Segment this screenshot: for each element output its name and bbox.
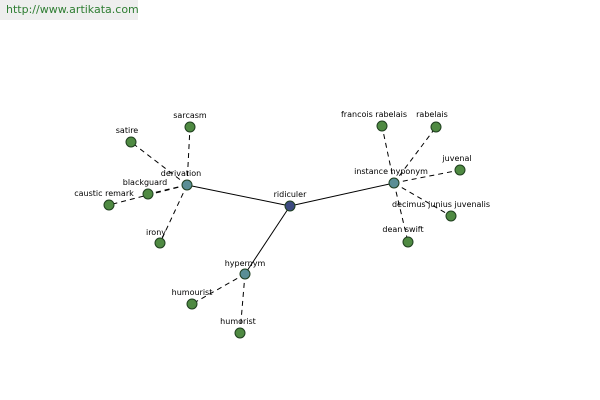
edge-ridiculer-to-instance-hyponym — [289, 182, 395, 207]
node-marker-humorist[interactable] — [234, 327, 246, 339]
node-caustic-remark[interactable]: caustic remark — [74, 189, 134, 211]
node-label-hypernym[interactable]: hypernym — [225, 259, 266, 268]
source-url-label[interactable]: http://www.artikata.com — [0, 0, 139, 20]
node-blackguard[interactable]: blackguard — [123, 178, 168, 200]
node-label-satire[interactable]: satire — [116, 126, 139, 135]
node-juvenal[interactable]: juvenal — [441, 154, 472, 176]
node-marker-sarcasm[interactable] — [184, 121, 196, 133]
edge-derivation-to-satire — [130, 141, 188, 186]
node-label-francois-rabelais[interactable]: francois rabelais — [341, 110, 407, 119]
node-instance-hyponym[interactable]: instance hyponym — [354, 167, 428, 189]
node-marker-ridiculer[interactable] — [284, 200, 296, 212]
node-satire[interactable]: satire — [116, 126, 139, 148]
node-hypernym[interactable]: hypernym — [225, 259, 266, 280]
node-marker-satire[interactable] — [125, 136, 137, 148]
edge-hypernym-to-humourist — [191, 273, 246, 305]
edge-instance-hyponym-to-francois-rabelais — [381, 125, 395, 184]
node-label-caustic-remark[interactable]: caustic remark — [74, 189, 134, 198]
edge-instance-hyponym-to-juvenal — [393, 169, 461, 184]
edge-instance-hyponym-to-dean-swift — [393, 182, 409, 243]
node-label-humorist[interactable]: humorist — [220, 317, 256, 326]
nodes-layer: ridiculer derivation instance hyponym hyper… — [74, 110, 490, 339]
node-marker-irony[interactable] — [154, 237, 166, 249]
edge-instance-hyponym-to-decimus-junius-juvenalis — [393, 182, 452, 217]
node-label-blackguard[interactable]: blackguard — [123, 178, 168, 187]
node-rabelais[interactable]: rabelais — [416, 110, 448, 133]
node-marker-francois-rabelais[interactable] — [376, 120, 388, 132]
node-label-humourist[interactable]: humourist — [172, 288, 213, 297]
node-marker-hypernym[interactable] — [239, 268, 251, 280]
node-marker-decimus-junius-juvenalis[interactable] — [445, 210, 457, 222]
edge-ridiculer-to-derivation — [186, 184, 291, 207]
node-decimus-junius-juvenalis[interactable]: decimus junius juvenalis — [392, 200, 490, 222]
node-marker-humourist[interactable] — [186, 298, 198, 310]
node-label-derivation[interactable]: derivation — [161, 169, 201, 178]
node-marker-instance-hyponym[interactable] — [388, 177, 400, 189]
edge-hypernym-to-humorist — [239, 273, 246, 334]
node-label-dean-swift[interactable]: dean swift — [382, 225, 423, 234]
node-marker-caustic-remark[interactable] — [103, 199, 115, 211]
edge-ridiculer-to-hypernym — [244, 205, 291, 275]
node-ridiculer[interactable]: ridiculer — [274, 190, 307, 212]
node-marker-dean-swift[interactable] — [402, 236, 414, 248]
edge-derivation-to-sarcasm — [186, 126, 191, 186]
node-marker-rabelais[interactable] — [430, 121, 442, 133]
node-marker-juvenal[interactable] — [454, 164, 466, 176]
node-irony[interactable]: irony — [146, 228, 166, 249]
node-marker-derivation[interactable] — [181, 179, 193, 191]
node-label-rabelais[interactable]: rabelais — [416, 110, 448, 119]
node-label-juvenal[interactable]: juvenal — [441, 154, 471, 163]
edges-layer — [108, 125, 461, 334]
node-label-irony[interactable]: irony — [146, 228, 166, 237]
edge-derivation-to-irony — [159, 184, 188, 244]
node-label-instance-hyponym[interactable]: instance hyponym — [354, 167, 428, 176]
node-francois-rabelais[interactable]: francois rabelais — [341, 110, 407, 132]
node-humourist[interactable]: humourist — [172, 288, 213, 310]
node-sarcasm[interactable]: sarcasm — [173, 111, 207, 133]
node-dean-swift[interactable]: dean swift — [382, 225, 424, 248]
node-label-sarcasm[interactable]: sarcasm — [173, 111, 207, 120]
node-derivation[interactable]: derivation — [161, 169, 201, 191]
node-label-ridiculer[interactable]: ridiculer — [274, 190, 307, 199]
node-label-decimus-junius-juvenalis[interactable]: decimus junius juvenalis — [392, 200, 490, 209]
node-humorist[interactable]: humorist — [220, 317, 256, 339]
node-marker-blackguard[interactable] — [142, 188, 154, 200]
edge-instance-hyponym-to-rabelais — [393, 126, 437, 184]
